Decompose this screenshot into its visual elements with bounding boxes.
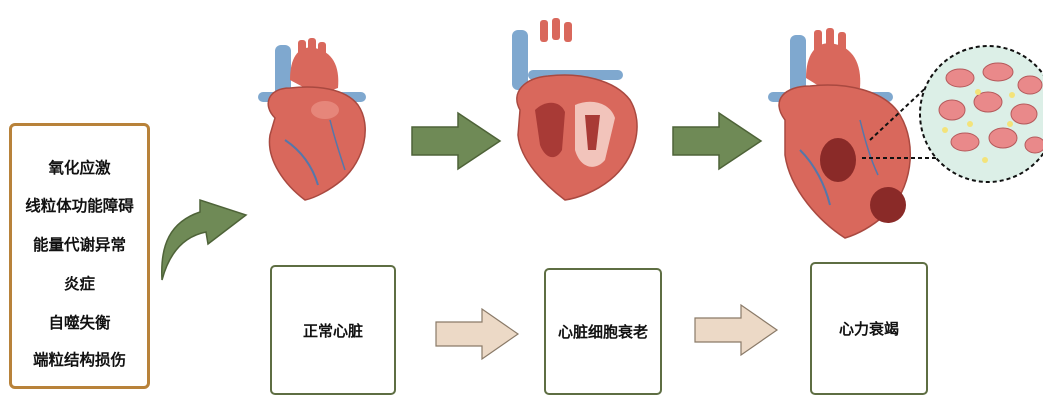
normal-heart-icon (258, 38, 366, 200)
heart-cross-section-icon (512, 18, 637, 200)
green-arrow-2-icon (673, 113, 761, 169)
green-arrow-1-icon (412, 113, 500, 169)
beige-arrow-1-icon (436, 309, 518, 359)
curved-arrow-icon (162, 200, 246, 280)
beige-arrow-2-icon (695, 305, 777, 355)
failing-heart-icon (768, 28, 910, 238)
